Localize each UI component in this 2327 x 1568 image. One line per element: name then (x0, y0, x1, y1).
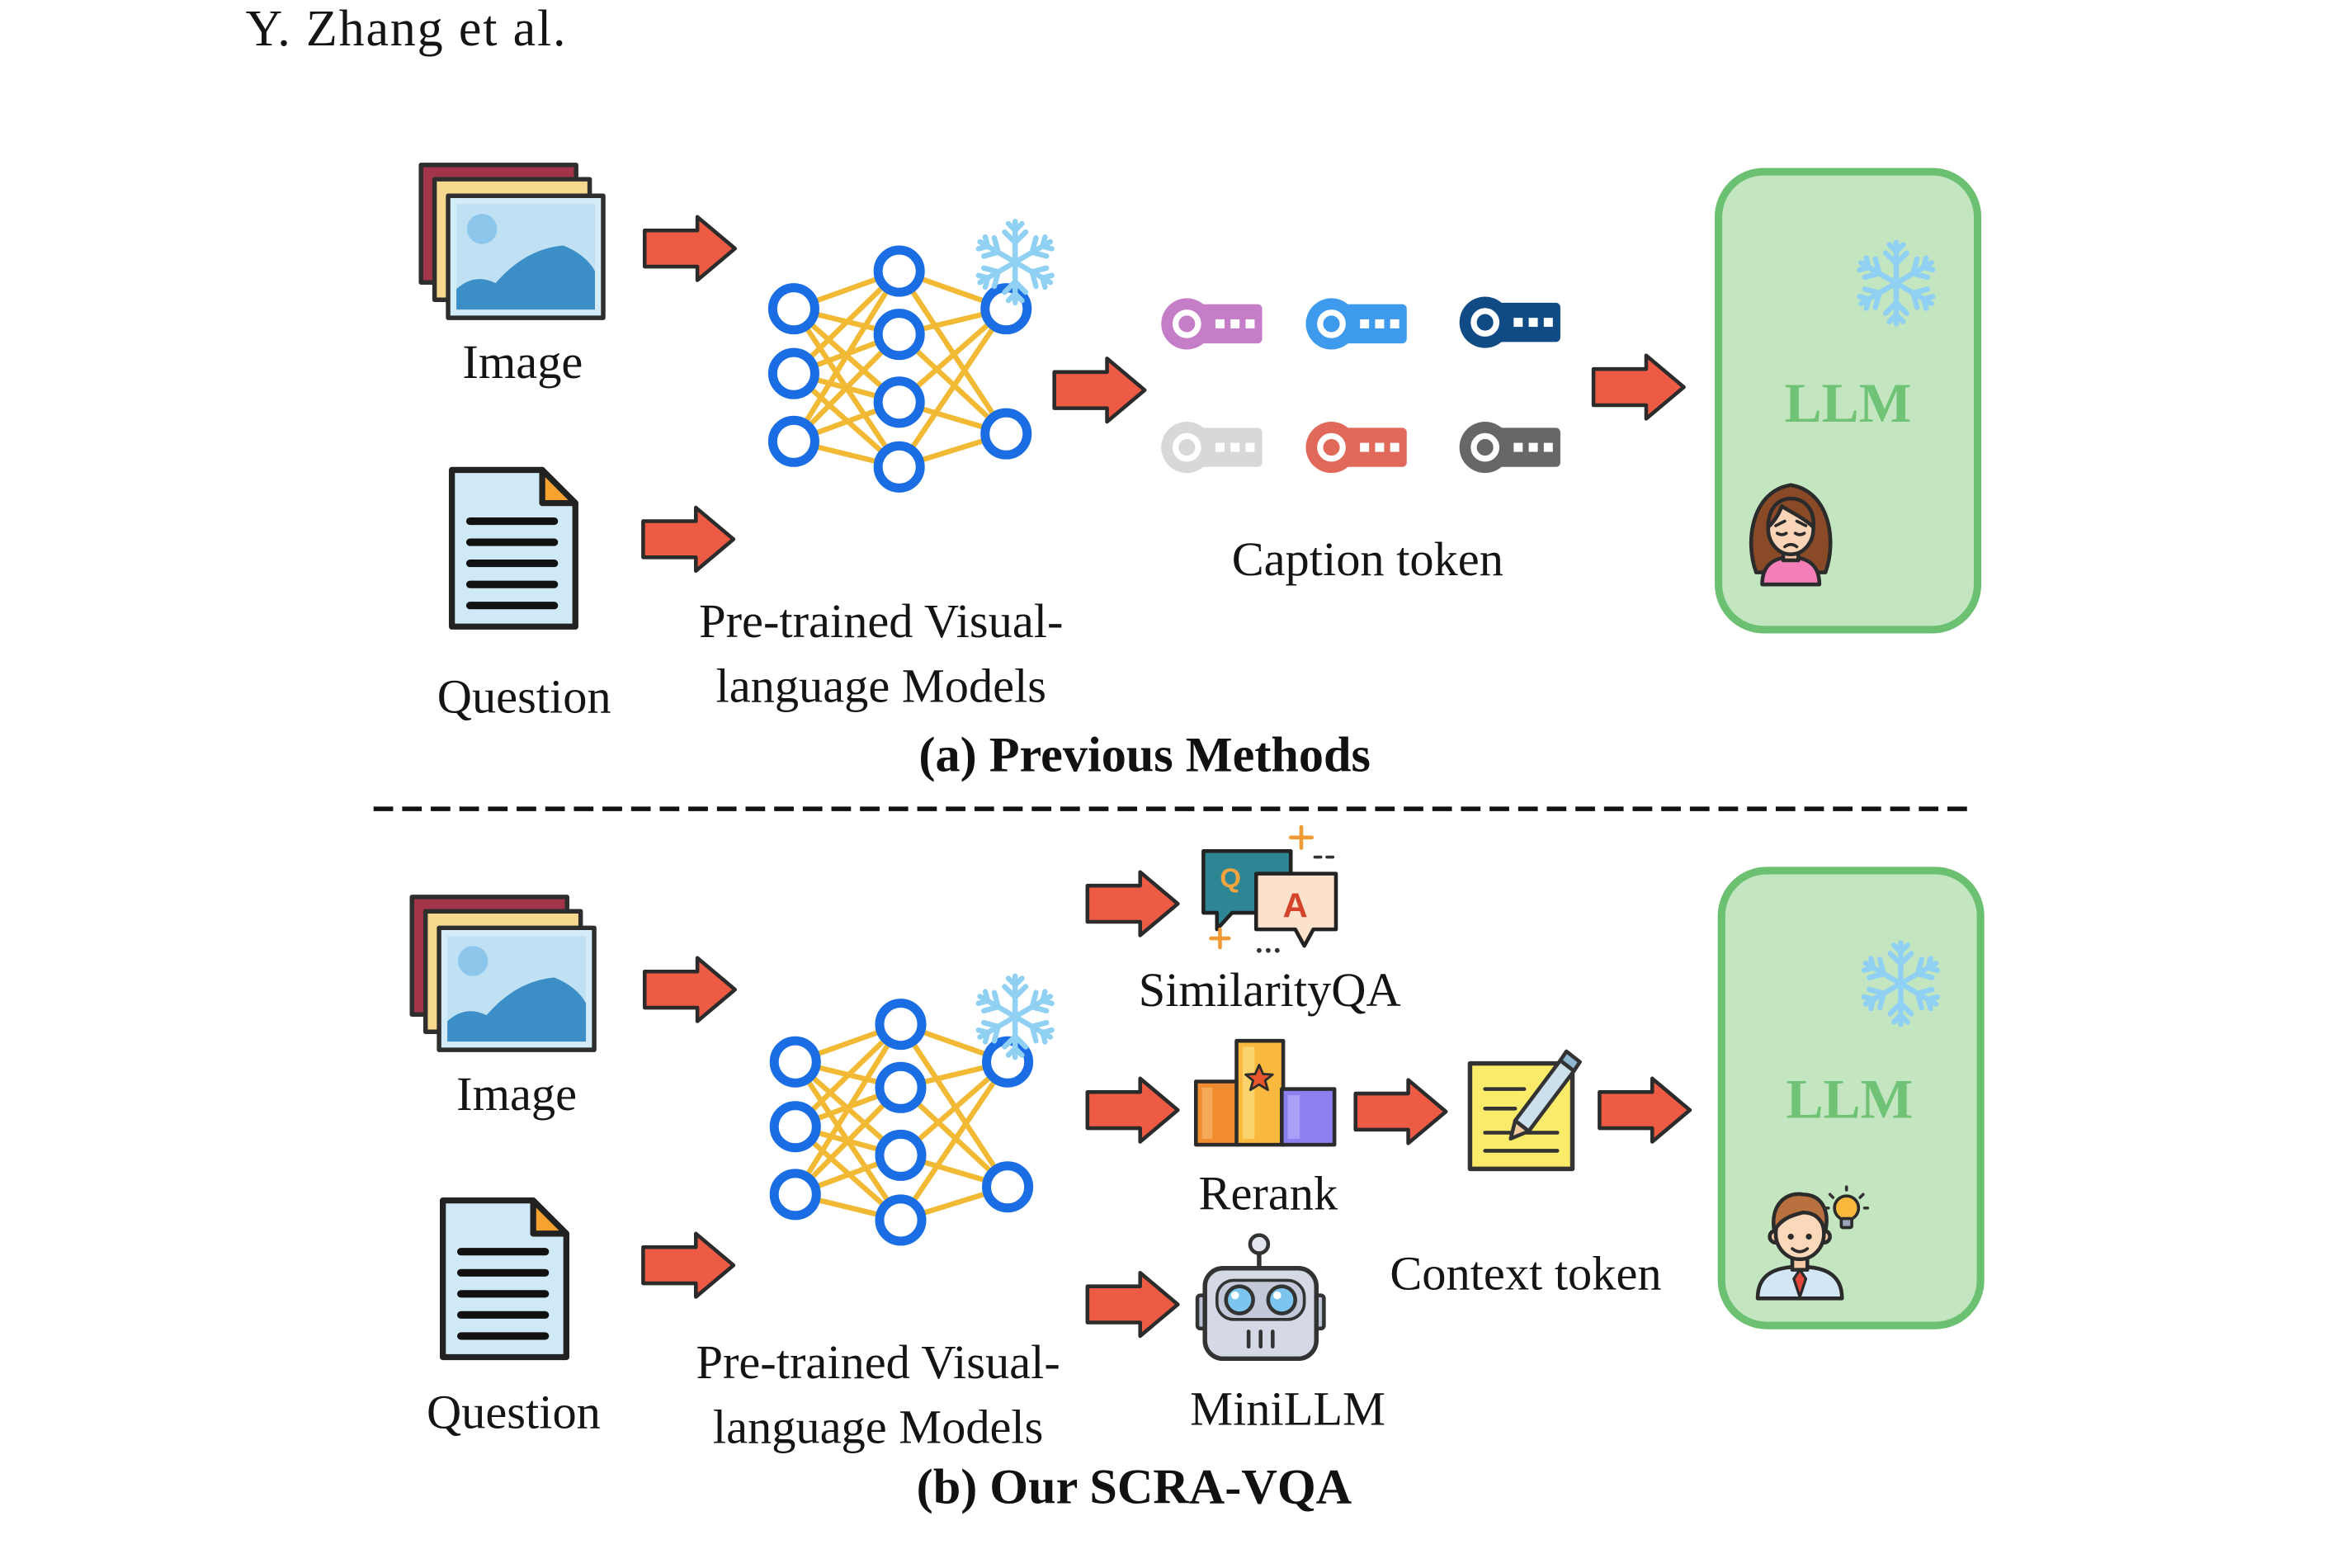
vlm-label-line-1: Pre-trained Visual- (699, 594, 1063, 648)
caption-token-label: Caption token (1232, 532, 1503, 586)
llm-label: LLM (1786, 1068, 1913, 1130)
caption-token-icon (1305, 298, 1406, 349)
minillm-label: MiniLLM (1190, 1382, 1385, 1436)
sad-girl-avatar-icon (1749, 483, 1833, 587)
llm-label: LLM (1785, 372, 1912, 434)
arrow-icon (1088, 1079, 1178, 1142)
qa-chat-icon: Q A (1201, 824, 1338, 953)
rerank-label: Rerank (1199, 1167, 1338, 1221)
caption-token-icon (1460, 422, 1560, 473)
caption-token-grid (1161, 297, 1560, 474)
image-label: Image (456, 1067, 577, 1121)
arrow-icon (643, 1234, 734, 1297)
question-label: Question (427, 1385, 601, 1438)
arrow-icon (1356, 1080, 1447, 1144)
caption-token-icon (1161, 298, 1262, 349)
neural-network-icon (774, 1004, 1028, 1241)
arrow-icon (644, 217, 735, 281)
qa-icon-q-letter: Q (1220, 862, 1241, 893)
caption-token-icon (1460, 297, 1560, 348)
image-label: Image (462, 335, 583, 389)
arrow-icon (1599, 1079, 1690, 1142)
arrow-icon (1088, 872, 1178, 936)
arrow-icon (1593, 356, 1684, 419)
qa-icon-a-letter: A (1283, 886, 1308, 925)
arrow-icon (1088, 1273, 1178, 1336)
arrow-icon (643, 508, 734, 571)
arrow-icon (1055, 358, 1145, 422)
arrow-icon (644, 958, 735, 1022)
caption-token-icon (1305, 422, 1406, 473)
vlm-label-line-1: Pre-trained Visual- (696, 1335, 1060, 1389)
robot-icon (1195, 1233, 1326, 1362)
caption-panel-b: (b) Our SCRA-VQA (917, 1460, 1352, 1515)
document-icon (443, 1201, 567, 1358)
image-stack-icon (421, 165, 603, 318)
similarityqa-label: SimilarityQA (1139, 963, 1401, 1017)
snowflake-icon (975, 221, 1055, 303)
vlm-label-line-2: language Models (716, 659, 1047, 713)
context-token-label: Context token (1390, 1246, 1661, 1300)
caption-token-icon (1161, 422, 1262, 473)
llm-box: LLM (1715, 168, 1982, 634)
question-label: Question (437, 669, 611, 723)
image-stack-icon (412, 897, 594, 1050)
lightbulb-icon (1824, 1185, 1870, 1230)
llm-box: LLM (1717, 867, 1985, 1329)
podium-icon (1193, 1038, 1337, 1147)
panel-scra-vqa: Image Question Pre-trained Visual- langu… (412, 824, 1985, 1515)
panel-previous-methods: Image Question Pre-trained Visual- langu… (421, 165, 1982, 782)
running-head: Y. Zhang et al. (246, 1, 568, 57)
vlm-label-line-2: language Models (713, 1400, 1044, 1454)
caption-panel-a: (a) Previous Methods (918, 727, 1371, 782)
notepad-icon (1467, 1049, 1582, 1172)
document-icon (452, 470, 576, 626)
snowflake-icon (975, 976, 1055, 1058)
neural-network-icon (772, 250, 1027, 488)
man-idea-avatar-icon (1755, 1185, 1870, 1301)
